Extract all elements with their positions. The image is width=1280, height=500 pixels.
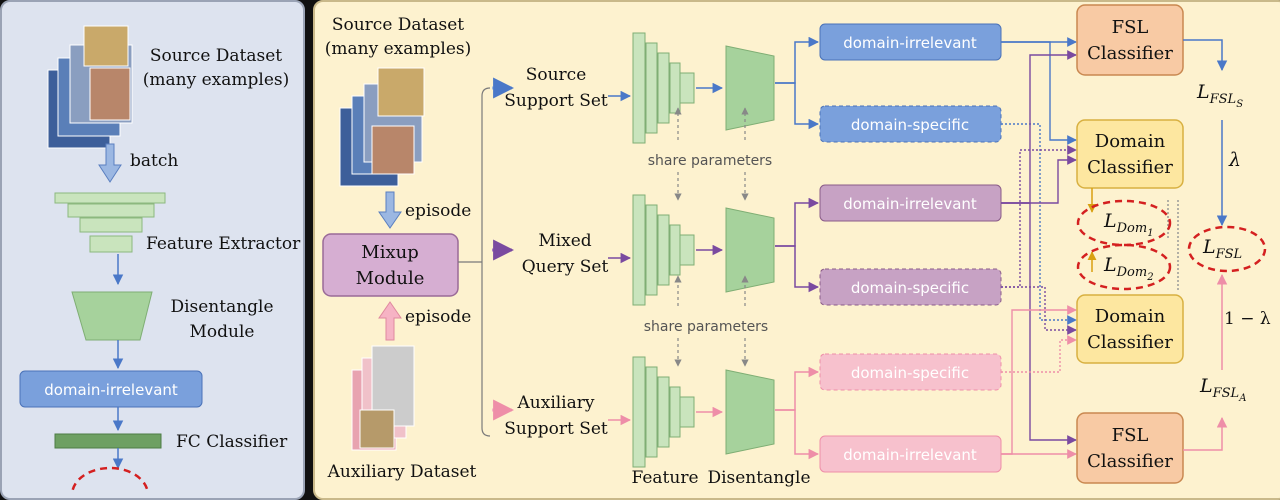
source-support-label-1: Source — [526, 65, 587, 85]
feature-extractor-block-1 — [632, 32, 775, 144]
auxiliary-dataset-label: Auxiliary Dataset — [327, 462, 477, 482]
fsl-classifier-top-box — [1076, 4, 1184, 76]
domain-classifier-top-label-2: Classifier — [1087, 157, 1173, 178]
left-loss-ellipse — [71, 466, 149, 491]
right-source-images-icon — [339, 67, 425, 187]
episode-up-arrow — [378, 301, 402, 341]
left-domain-irrelevant-label: domain-irrelevant — [44, 381, 178, 399]
auxiliary-domain-irrelevant-label: domain-irrelevant — [843, 446, 977, 464]
mixed-query-label-1: Mixed — [538, 231, 591, 251]
feature-extractor-block-2 — [632, 194, 775, 306]
left-feature-extractor-icon — [54, 192, 166, 253]
left-disentangle-module-icon — [71, 291, 153, 341]
left-source-dataset-subtitle: (many examples) — [143, 70, 289, 90]
mixup-module-box — [322, 233, 459, 297]
auxiliary-support-label-1: Auxiliary — [517, 393, 595, 413]
right-source-dataset-subtitle: (many examples) — [325, 39, 471, 59]
loss-dom1-ellipse — [1076, 199, 1172, 247]
domain-classifier-top-label-1: Domain — [1095, 131, 1166, 152]
left-source-dataset-title: Source Dataset — [150, 46, 282, 66]
fc-classifier-bar — [54, 433, 162, 449]
domain-classifier-bottom-label-2: Classifier — [1087, 332, 1173, 353]
left-domain-irrelevant-box — [19, 370, 203, 408]
fsl-classifier-bottom-label-1: FSL — [1112, 425, 1149, 446]
source-domain-irrelevant-label: domain-irrelevant — [843, 34, 977, 52]
branch-bracket — [458, 87, 491, 437]
left-disentangle-label-2: Module — [190, 322, 255, 342]
source-domain-specific-label: domain-specific — [851, 116, 969, 134]
right-source-dataset-title: Source Dataset — [332, 15, 464, 35]
left-source-images-icon — [47, 25, 133, 149]
domain-classifier-bottom-box — [1076, 294, 1184, 364]
disentangle-caption: Disentangle — [707, 468, 810, 488]
auxiliary-domain-specific-label: domain-specific — [851, 364, 969, 382]
disentangle-module-icon-1 — [725, 45, 775, 131]
domain-classifier-top-box — [1076, 119, 1184, 189]
fc-classifier-label: FC Classifier — [176, 432, 288, 452]
disentangle-module-icon-3 — [725, 369, 775, 455]
left-feature-extractor-label: Feature Extractor — [146, 234, 301, 254]
loss-dom1: LDom1 — [1103, 210, 1154, 239]
one-minus-lambda-label: 1 − λ — [1224, 309, 1271, 329]
share-parameters-label-bottom: share parameters — [644, 319, 768, 335]
mixed-domain-specific-label: domain-specific — [851, 279, 969, 297]
left-disentangle-label-1: Disentangle — [170, 297, 273, 317]
loss-fsl-s: LFSLS — [1196, 81, 1243, 110]
lambda-label: λ — [1228, 149, 1241, 171]
batch-arrow — [98, 143, 122, 183]
loss-fsl-a: LFSLA — [1199, 375, 1246, 404]
loss-dom2-ellipse — [1076, 243, 1172, 291]
fsl-classifier-bottom-label-2: Classifier — [1087, 451, 1173, 472]
feature-extractors — [632, 32, 775, 468]
episode-label-bottom: episode — [405, 307, 471, 327]
feature-caption: Feature — [631, 468, 698, 488]
fsl-classifier-top-label-1: FSL — [1112, 17, 1149, 38]
batch-label: batch — [130, 151, 178, 171]
auxiliary-images-icon — [351, 345, 415, 451]
episode-down-arrow — [378, 191, 402, 229]
loss-dom2: LDom2 — [1103, 254, 1154, 283]
mixup-module-label-1: Mixup — [361, 242, 418, 263]
disentangle-module-icon-2 — [725, 207, 775, 293]
mixed-query-label-2: Query Set — [522, 257, 609, 277]
mixup-module-label-2: Module — [356, 268, 425, 289]
mixed-domain-irrelevant-label: domain-irrelevant — [843, 195, 977, 213]
domain-classifier-bottom-label-1: Domain — [1095, 306, 1166, 327]
source-support-label-2: Support Set — [504, 91, 608, 111]
share-parameters-label-top: share parameters — [648, 153, 772, 169]
episode-label-top: episode — [405, 201, 471, 221]
fsl-classifier-top-label-2: Classifier — [1087, 43, 1173, 64]
feature-extractor-block-3 — [632, 356, 775, 468]
loss-fsl-ellipse — [1187, 225, 1267, 273]
loss-fsl: LFSL — [1202, 236, 1242, 262]
auxiliary-support-label-2: Support Set — [504, 419, 608, 439]
fsl-classifier-bottom-box — [1076, 412, 1184, 484]
